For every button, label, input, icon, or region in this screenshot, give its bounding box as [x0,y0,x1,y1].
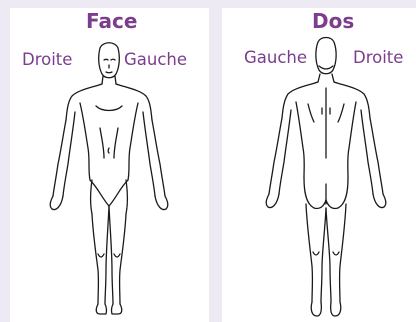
front-view-panel: Face Droite Gauche [10,8,209,322]
front-view-title: Face [85,11,138,31]
back-view-title: Dos [311,11,355,31]
back-right-side-label: Droite [352,50,404,67]
front-left-side-label: Gauche [123,52,188,69]
back-view-panel: Dos Gauche Droite [222,8,416,322]
front-right-side-label: Droite [21,52,73,69]
back-left-side-label: Gauche [243,50,308,67]
